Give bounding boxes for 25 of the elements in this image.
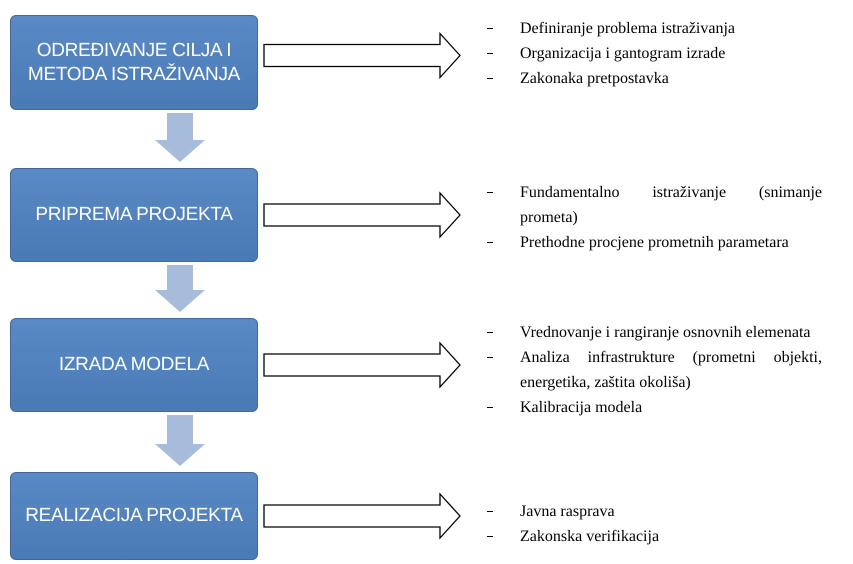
list-item: Zakonska verifikacija (520, 527, 660, 547)
block-arrow (155, 265, 205, 312)
process-box (10, 318, 258, 412)
process-box (10, 472, 258, 560)
list-item: Fundamentalno istraživanje (snimanje prometa) (520, 182, 822, 228)
step-title: ODREĐIVANJE CILJA I METODA ISTRAŽIVANJA (26, 38, 242, 86)
list-item: Zakonaka pretpostavka (520, 68, 670, 88)
block-arrow (155, 113, 205, 162)
block-arrow (263, 32, 461, 80)
block-arrow (263, 492, 461, 540)
list-item: Organizacija i gantogram izrade (520, 44, 726, 64)
step-title: PRIPREMA PROJEKTA (34, 203, 234, 227)
list-item: Analiza infrastrukture (prometni objekti, energetika, zaštita okoliša) (520, 348, 822, 393)
process-box (10, 15, 258, 110)
step-title: IZRADA MODELA (58, 353, 210, 377)
block-arrow (155, 415, 205, 466)
list-item: Definiranje problema istraživanja (520, 18, 736, 38)
step-title: REALIZACIJA PROJEKTA (24, 504, 244, 528)
list-item: Kalibracija modela (520, 398, 644, 418)
list-item: Vrednovanje i rangiranje osnovnih elemenata (520, 323, 812, 343)
block-arrow (263, 341, 461, 389)
list-item: Javna rasprava (520, 502, 616, 522)
block-arrow (263, 191, 461, 239)
list-item: Prethodne procjene prometnih parametara (520, 232, 790, 252)
process-box (10, 168, 258, 262)
